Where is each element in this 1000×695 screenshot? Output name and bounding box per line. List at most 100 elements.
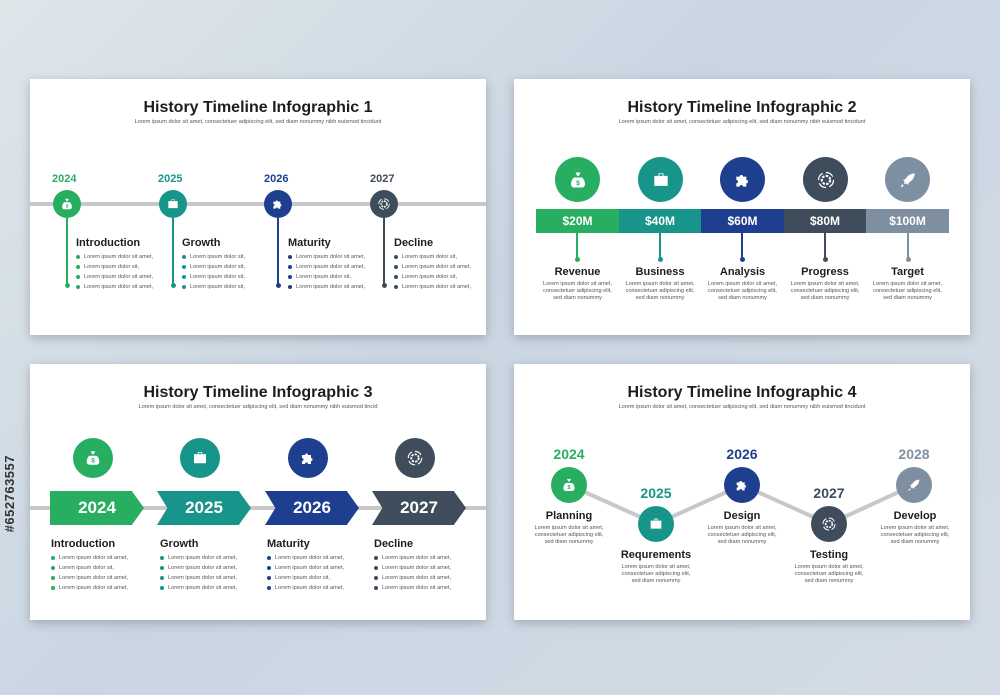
bullet-item: Lorem ipsum dolor sit, bbox=[394, 252, 471, 262]
year-label: 2028 bbox=[898, 446, 930, 462]
step-description: Lorem ipsum dolor sit amet, consectetuer… bbox=[619, 281, 701, 302]
desc-line: Lorem ipsum dolor sit amet, bbox=[880, 525, 950, 531]
desc-line: sed diam nonummy bbox=[717, 539, 767, 545]
desc-line: Lorem ipsum dolor sit amet, bbox=[625, 281, 695, 287]
slide-title: History Timeline Infographic 2 bbox=[627, 99, 857, 116]
desc-line: Lorem ipsum dolor sit amet, bbox=[794, 564, 864, 570]
bullet-item: Lorem ipsum dolor sit amet, bbox=[267, 553, 344, 563]
bullet-item: Lorem ipsum dolor sit amet, bbox=[288, 252, 365, 262]
step-heading: Revenue bbox=[554, 266, 601, 278]
money-bag-icon: $ bbox=[551, 467, 587, 503]
stem-dot bbox=[64, 283, 70, 288]
slide-subtitle: Lorem ipsum dolor sit amet, consectetuer… bbox=[138, 404, 378, 410]
bullet-item: Lorem ipsum dolor sit amet, bbox=[160, 553, 237, 563]
step-heading: Growth bbox=[160, 538, 199, 550]
step-heading: Business bbox=[635, 266, 685, 278]
bullet-item: Lorem ipsum dolor sit amet, bbox=[160, 573, 237, 583]
value-segment: $80M bbox=[784, 209, 866, 233]
stem bbox=[66, 218, 68, 286]
bullet-item: Lorem ipsum dolor sit, bbox=[182, 262, 245, 272]
bullet-item: Lorem ipsum dolor sit amet, bbox=[160, 563, 237, 573]
gear-cycle-icon bbox=[803, 157, 848, 202]
bullet-list: Lorem ipsum dolor sit amet, Lorem ipsum … bbox=[288, 252, 365, 292]
step-description: Lorem ipsum dolor sit amet, consectetuer… bbox=[866, 281, 949, 302]
step-heading: Decline bbox=[374, 538, 414, 550]
desc-line: sed diam nonummy bbox=[800, 295, 850, 301]
briefcase-icon bbox=[638, 506, 674, 542]
step-heading: Testing bbox=[809, 549, 849, 561]
year-chevron: 2025 bbox=[157, 491, 251, 525]
timeline-line bbox=[30, 506, 486, 510]
bullet-item: Lorem ipsum dolor sit, bbox=[267, 573, 344, 583]
desc-line: sed diam nonummy bbox=[890, 539, 940, 545]
gear-cycle-icon bbox=[811, 506, 847, 542]
stem-dot bbox=[905, 257, 911, 262]
briefcase-icon bbox=[159, 190, 187, 218]
desc-line: consectetuer adipiscing elit, bbox=[543, 288, 612, 294]
svg-text:$: $ bbox=[66, 204, 69, 209]
desc-line: Lorem ipsum dolor sit amet, bbox=[621, 564, 691, 570]
stem bbox=[172, 218, 174, 286]
bullet-item: Lorem ipsum dolor sit amet, bbox=[51, 583, 128, 593]
step-heading: Design bbox=[723, 510, 761, 522]
stem-dot bbox=[574, 257, 580, 262]
desc-line: Lorem ipsum dolor sit amet, bbox=[790, 281, 860, 287]
puzzle-icon bbox=[288, 438, 328, 478]
step-description: Lorem ipsum dolor sit amet, consectetuer… bbox=[701, 281, 784, 302]
money-bag-icon: $ bbox=[53, 190, 81, 218]
desc-line: sed diam nonummy bbox=[804, 578, 854, 584]
desc-line: sed diam nonummy bbox=[544, 539, 594, 545]
puzzle-icon bbox=[720, 157, 765, 202]
bullet-list: Lorem ipsum dolor sit amet, Lorem ipsum … bbox=[160, 553, 237, 593]
stem bbox=[907, 233, 909, 259]
year-chevron: 2026 bbox=[265, 491, 359, 525]
step-heading: Maturity bbox=[267, 538, 310, 550]
desc-line: consectetuer adipiscing elit, bbox=[534, 532, 604, 538]
step-heading: Planning bbox=[545, 510, 593, 522]
slide-title: History Timeline Infographic 3 bbox=[143, 384, 373, 401]
year-label: 2024 bbox=[553, 446, 585, 462]
step-heading: Analysis bbox=[719, 266, 766, 278]
desc-line: consectetuer adipiscing elit, bbox=[621, 571, 691, 577]
gear-cycle-icon bbox=[370, 190, 398, 218]
step-heading: Requrements bbox=[620, 549, 692, 561]
desc-line: consectetuer adipiscing elit, bbox=[625, 288, 695, 294]
stem bbox=[659, 233, 661, 259]
slide-timeline-4: History Timeline Infographic 4 Lorem ips… bbox=[514, 364, 970, 620]
step-description: Lorem ipsum dolor sit amet, consectetuer… bbox=[784, 281, 866, 302]
bullet-item: Lorem ipsum dolor sit amet, bbox=[76, 282, 153, 292]
bullet-item: Lorem ipsum dolor sit amet, bbox=[374, 553, 451, 563]
bullet-item: Lorem ipsum dolor sit amet, bbox=[394, 262, 471, 272]
step-heading: Growth bbox=[182, 237, 221, 249]
stem bbox=[824, 233, 826, 259]
desc-line: Lorem ipsum dolor sit amet, bbox=[707, 525, 777, 531]
bullet-item: Lorem ipsum dolor sit, bbox=[288, 272, 365, 282]
value-segment: $100M bbox=[866, 209, 949, 233]
desc-line: sed diam nonummy bbox=[883, 295, 932, 301]
desc-line: sed diam nonummy bbox=[631, 578, 681, 584]
stem-dot bbox=[275, 283, 281, 288]
stem bbox=[383, 218, 385, 286]
bullet-list: Lorem ipsum dolor sit amet, Lorem ipsum … bbox=[76, 252, 153, 292]
bullet-item: Lorem ipsum dolor sit amet, bbox=[76, 252, 153, 262]
desc-line: sed diam nonummy bbox=[635, 295, 685, 301]
year-label: 2025 bbox=[640, 485, 672, 501]
desc-line: Lorem ipsum dolor sit amet, bbox=[707, 281, 777, 287]
rocket-icon bbox=[885, 157, 930, 202]
bullet-item: Lorem ipsum dolor sit amet, bbox=[374, 563, 451, 573]
step-heading: Maturity bbox=[288, 237, 331, 249]
year-label: 2026 bbox=[264, 173, 289, 185]
puzzle-icon bbox=[264, 190, 292, 218]
bullet-item: Lorem ipsum dolor sit amet, bbox=[160, 583, 237, 593]
bullet-item: Lorem ipsum dolor sit, bbox=[182, 282, 245, 292]
desc-line: consectetuer adipiscing elit, bbox=[790, 288, 860, 294]
step-description: Lorem ipsum dolor sit amet, consectetuer… bbox=[870, 525, 960, 546]
stem-dot bbox=[822, 257, 828, 262]
rocket-icon bbox=[896, 467, 932, 503]
stem-dot bbox=[657, 257, 663, 262]
bullet-item: Lorem ipsum dolor sit, bbox=[76, 262, 153, 272]
bullet-item: Lorem ipsum dolor sit amet, bbox=[288, 282, 365, 292]
bullet-item: Lorem ipsum dolor sit amet, bbox=[267, 583, 344, 593]
svg-text:$: $ bbox=[568, 485, 571, 491]
slide-subtitle: Lorem ipsum dolor sit amet, consectetuer… bbox=[618, 119, 866, 125]
